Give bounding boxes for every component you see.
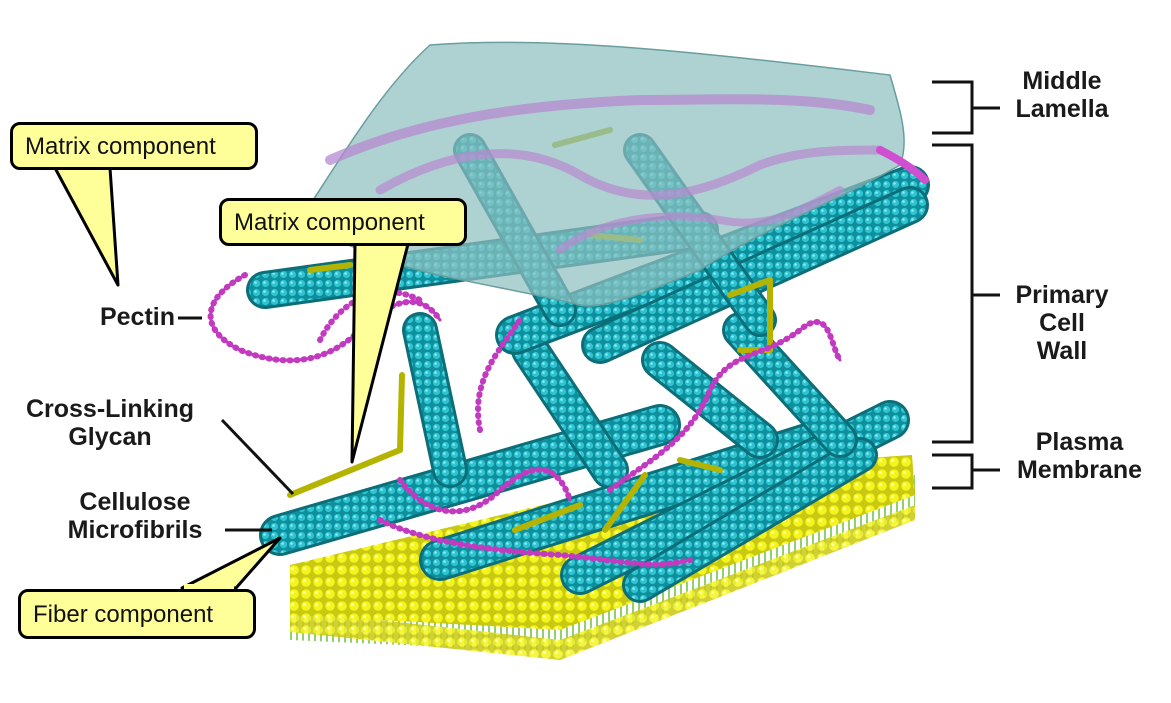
pectin-strands-solid bbox=[209, 273, 842, 566]
label-middle-lamella-line2: Lamella bbox=[1015, 95, 1109, 123]
label-cellulose-microfibrils-line2: Microfibrils bbox=[67, 516, 203, 544]
label-primary-cell-wall-line1: Primary bbox=[1015, 281, 1109, 309]
label-cross-linking-glycan: Cross-Linking Glycan bbox=[5, 395, 215, 451]
label-plasma-membrane: Plasma Membrane bbox=[1002, 428, 1157, 484]
label-cellulose-microfibrils-line1: Cellulose bbox=[79, 488, 191, 516]
left-leader-lines bbox=[178, 316, 295, 532]
label-plasma-membrane-line1: Plasma bbox=[1035, 428, 1124, 456]
label-primary-cell-wall-line2: Cell bbox=[1039, 309, 1085, 337]
callout-matrix-component-top: Matrix component bbox=[10, 122, 258, 170]
label-brackets bbox=[932, 80, 1000, 490]
label-primary-cell-wall-line3: Wall bbox=[1036, 337, 1088, 365]
label-cross-linking-glycan-line2: Glycan bbox=[68, 423, 152, 451]
label-middle-lamella-line1: Middle bbox=[1022, 67, 1102, 95]
label-plasma-membrane-line2: Membrane bbox=[1016, 456, 1143, 484]
label-primary-cell-wall: Primary Cell Wall bbox=[1002, 281, 1122, 365]
label-middle-lamella: Middle Lamella bbox=[1002, 67, 1122, 123]
callout-matrix-component-middle: Matrix component bbox=[219, 198, 467, 246]
label-cellulose-microfibrils: Cellulose Microfibrils bbox=[45, 488, 225, 544]
label-cross-linking-glycan-line1: Cross-Linking bbox=[25, 395, 195, 423]
label-pectin: Pectin bbox=[99, 303, 175, 331]
callout-fiber-component: Fiber component bbox=[18, 589, 256, 639]
callout-tails bbox=[53, 166, 410, 590]
